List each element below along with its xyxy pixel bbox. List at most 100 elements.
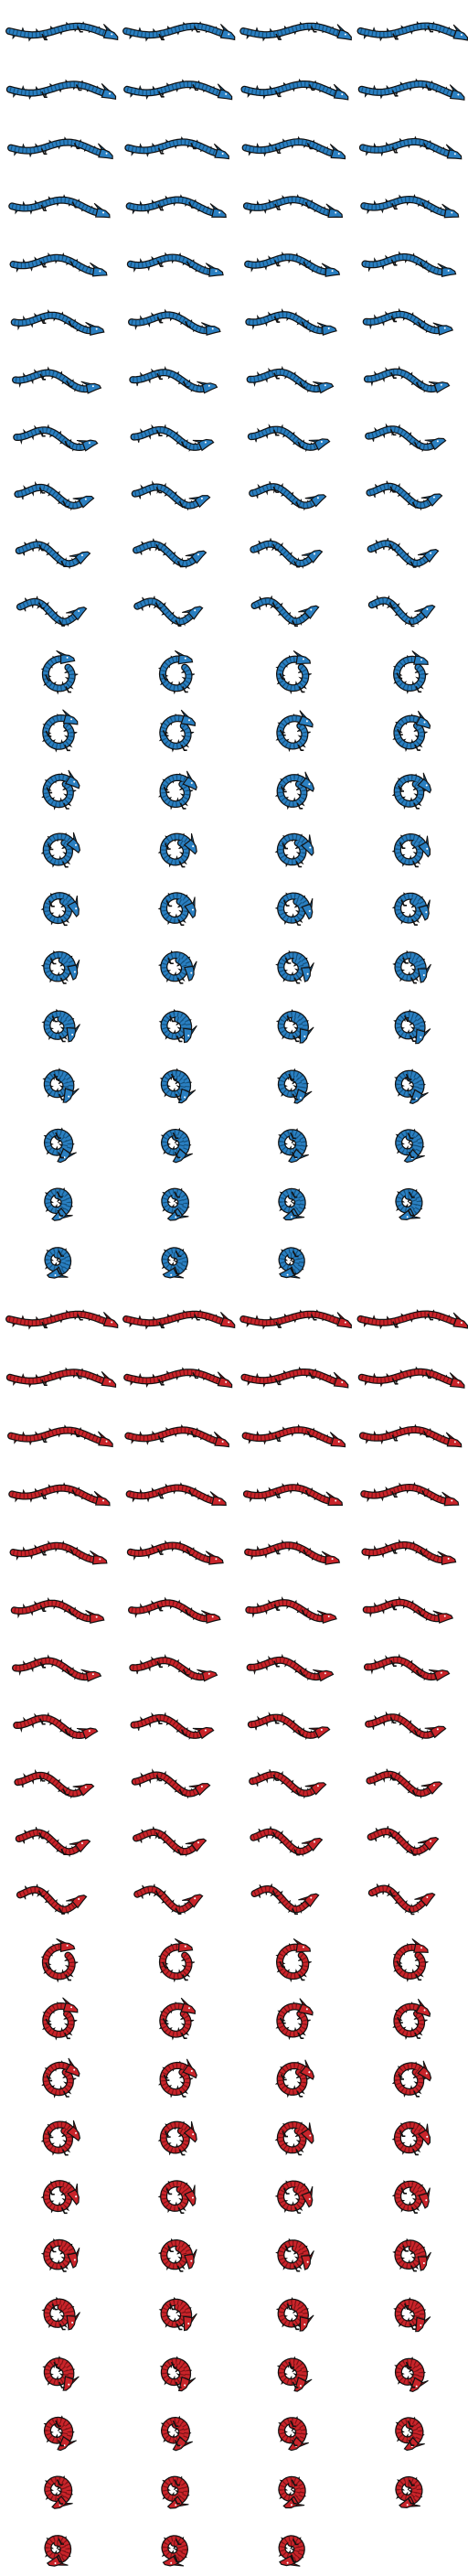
blue-dragon-frame bbox=[117, 820, 234, 878]
dragon-leg bbox=[411, 2206, 418, 2214]
dragon-head bbox=[177, 2376, 197, 2392]
dragon-sprite bbox=[128, 1596, 221, 1625]
dragon-scales bbox=[248, 312, 326, 334]
dragon-leg bbox=[57, 2497, 64, 2505]
dragon-head bbox=[424, 437, 447, 451]
dragon-body bbox=[43, 2003, 74, 2037]
red-dragon-frame bbox=[234, 2166, 351, 2225]
blue-dragon-frame bbox=[234, 995, 351, 1054]
dragon-leg bbox=[303, 261, 310, 269]
dragon-head bbox=[102, 1311, 119, 1329]
dragon-leg bbox=[155, 487, 163, 494]
dragon-sprite bbox=[157, 950, 197, 984]
red-dragon-frame bbox=[351, 1932, 468, 1991]
dragon-sprite bbox=[367, 1884, 436, 1916]
dragon-leg bbox=[407, 2420, 414, 2428]
dragon-sprite bbox=[130, 1712, 215, 1740]
dragon-scales bbox=[162, 2418, 189, 2444]
dragon-leg bbox=[306, 143, 314, 150]
blue-dragon-frame bbox=[351, 527, 468, 585]
red-dragon-frame bbox=[117, 1991, 234, 2049]
red-dragon-frame bbox=[117, 2166, 234, 2225]
dragon-head bbox=[213, 1431, 229, 1448]
dragon-leg bbox=[407, 1132, 414, 1140]
dragon-leg bbox=[286, 1014, 293, 1023]
dragon-sprite bbox=[392, 1998, 431, 2040]
dragon-sprite bbox=[239, 21, 352, 42]
dragon-leg bbox=[301, 321, 308, 328]
dragon-head bbox=[64, 2057, 80, 2077]
dragon-leg bbox=[310, 1314, 317, 1321]
dragon-leg bbox=[282, 843, 289, 850]
dragon-head bbox=[313, 1669, 335, 1682]
blue-dragon-frame bbox=[117, 351, 234, 410]
dragon-leg bbox=[182, 381, 189, 388]
dragon-leg bbox=[177, 918, 185, 927]
dragon-body bbox=[250, 484, 319, 509]
dragon-sprite bbox=[361, 1539, 457, 1565]
dragon-leg bbox=[157, 1435, 165, 1443]
dragon-leg bbox=[279, 2017, 286, 2024]
dragon-leg bbox=[61, 2149, 69, 2156]
red-dragon-frame bbox=[0, 2342, 117, 2400]
dragon-body bbox=[128, 1542, 216, 1563]
blue-dragon-frame bbox=[351, 1171, 468, 1229]
dragon-head bbox=[415, 1998, 431, 2018]
dragon-head bbox=[329, 1432, 346, 1448]
dragon-body bbox=[367, 541, 431, 566]
dragon-head bbox=[417, 548, 440, 564]
dragon-sprite bbox=[358, 1423, 463, 1448]
dragon-sprite bbox=[278, 1128, 309, 1164]
dragon-head bbox=[452, 24, 468, 41]
red-dragon-frame bbox=[117, 2225, 234, 2283]
dragon-leg bbox=[40, 1435, 48, 1444]
blue-dragon-frame bbox=[234, 293, 351, 351]
dragon-sprite bbox=[122, 21, 236, 42]
dragon-leg bbox=[272, 1717, 280, 1724]
dragon-leg bbox=[427, 1314, 433, 1321]
dragon-sprite bbox=[159, 2356, 197, 2392]
dragon-scales bbox=[394, 775, 425, 807]
blue-dragon-frame bbox=[351, 176, 468, 234]
dragon-head bbox=[299, 2314, 314, 2332]
dragon-body bbox=[396, 1189, 422, 1217]
dragon-leg bbox=[290, 2497, 297, 2505]
dragon-leg bbox=[37, 602, 45, 609]
dragon-head bbox=[333, 83, 349, 101]
dragon-head bbox=[301, 834, 314, 857]
dragon-leg bbox=[400, 2187, 408, 2195]
red-dragon-frame bbox=[117, 1756, 234, 1815]
dragon-leg bbox=[292, 1907, 298, 1916]
dragon-leg bbox=[292, 2538, 299, 2546]
dragon-scales bbox=[16, 1773, 85, 1797]
dragon-head bbox=[200, 1610, 221, 1625]
blue-dragon-frame bbox=[0, 234, 117, 293]
dragon-sprite bbox=[10, 1596, 105, 1625]
dragon-leg bbox=[391, 1490, 398, 1498]
dragon-body bbox=[161, 833, 193, 865]
dragon-scales bbox=[14, 312, 93, 334]
blue-dragon-frame bbox=[0, 878, 117, 937]
dragon-head bbox=[415, 1028, 431, 1045]
dragon-sprite bbox=[40, 2120, 81, 2156]
dragon-leg bbox=[412, 861, 419, 868]
dragon-sprite bbox=[158, 1008, 197, 1044]
red-dragon-frame bbox=[351, 2400, 468, 2459]
dragon-leg bbox=[75, 1372, 82, 1379]
dragon-head bbox=[399, 1208, 420, 1220]
dragon-body bbox=[161, 2299, 191, 2327]
dragon-leg bbox=[47, 843, 54, 851]
dragon-head bbox=[188, 1783, 211, 1797]
red-dragon-frame bbox=[351, 2459, 468, 2517]
blue-dragon-frame bbox=[351, 410, 468, 468]
dragon-leg bbox=[408, 620, 415, 628]
dragon-leg bbox=[174, 2440, 181, 2447]
dragon-leg bbox=[280, 786, 287, 793]
dragon-leg bbox=[71, 201, 79, 209]
dragon-head bbox=[321, 1551, 341, 1565]
dragon-head bbox=[301, 1837, 324, 1852]
dragon-head bbox=[445, 1432, 463, 1448]
dragon-head bbox=[321, 263, 341, 277]
dragon-leg bbox=[299, 1669, 306, 1677]
red-dragon-frame bbox=[0, 1756, 117, 1815]
